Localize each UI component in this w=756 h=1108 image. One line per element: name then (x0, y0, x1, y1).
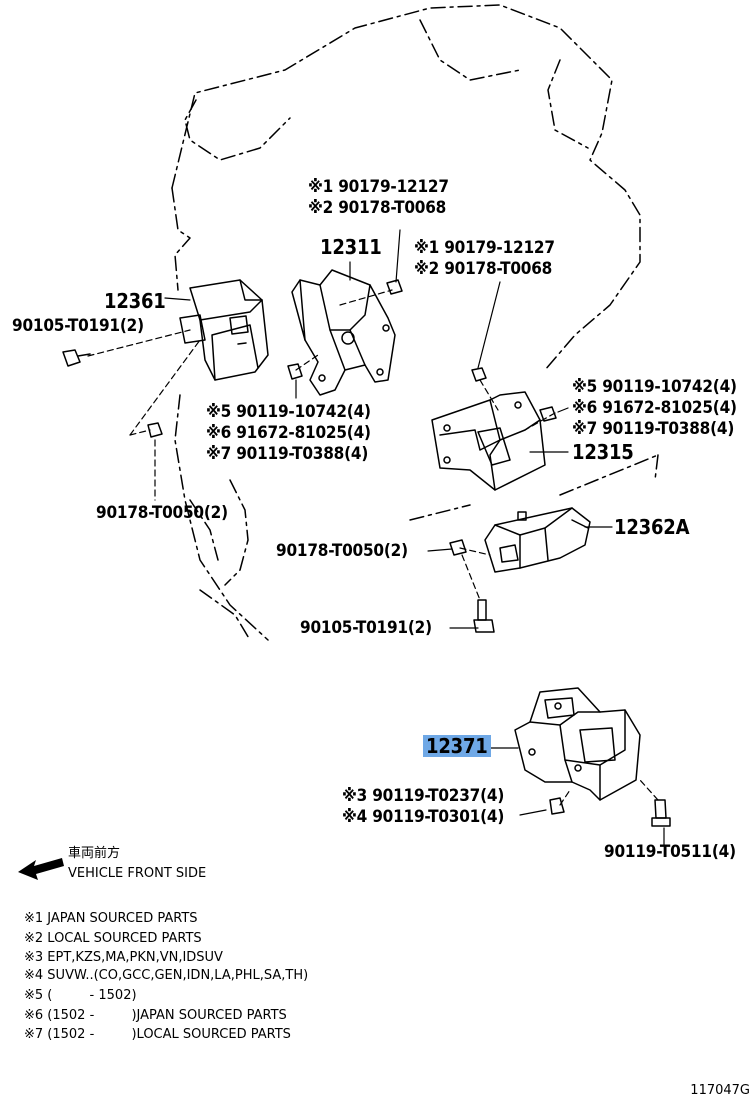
label-90178-t0068-a[interactable]: ※2 90178-T0068 (308, 198, 447, 218)
label-90119-t0301[interactable]: ※4 90119-T0301(4) (342, 807, 505, 827)
fasteners (62, 279, 671, 827)
label-90119-t0388-left[interactable]: ※7 90119-T0388(4) (206, 444, 369, 464)
footnote-3: ※3 EPT,KZS,MA,PKN,VN,IDSUV (24, 950, 223, 965)
footnote-6: ※6 (1502 - )JAPAN SOURCED PARTS (24, 1008, 287, 1023)
label-90119-10742-left[interactable]: ※5 90119-10742(4) (206, 402, 371, 422)
part-12315 (431, 391, 546, 491)
label-90119-t0511[interactable]: 90119-T0511(4) (604, 842, 736, 862)
label-12315[interactable]: 12315 (572, 440, 634, 464)
label-90179-12127-b[interactable]: ※1 90179-12127 (414, 238, 555, 258)
label-90178-t0050-right[interactable]: 90178-T0050(2) (276, 541, 408, 561)
footnote-7: ※7 (1502 - )LOCAL SOURCED PARTS (24, 1027, 291, 1042)
label-90178-t0050-left[interactable]: 90178-T0050(2) (96, 503, 228, 523)
label-90178-t0068-b[interactable]: ※2 90178-T0068 (414, 259, 553, 279)
footnote-5: ※5 ( - 1502) (24, 988, 137, 1003)
direction-label-jp: 車両前方 (68, 846, 121, 861)
label-90119-t0388-right[interactable]: ※7 90119-T0388(4) (572, 419, 735, 439)
label-leaders (154, 229, 665, 846)
figure-id: 117047G (690, 1083, 750, 1098)
leader-lines (87, 289, 659, 806)
label-91672-81025-right[interactable]: ※6 91672-81025(4) (572, 398, 737, 418)
label-91672-81025-left[interactable]: ※6 91672-81025(4) (206, 423, 371, 443)
front-direction-arrow-icon (18, 858, 64, 880)
part-12311 (291, 269, 396, 396)
engine-outline (171, 4, 659, 641)
label-90119-10742-right[interactable]: ※5 90119-10742(4) (572, 377, 737, 397)
footnote-4: ※4 SUVW..(CO,GCC,GEN,IDN,LA,PHL,SA,TH) (24, 968, 309, 983)
label-12361[interactable]: 12361 (104, 289, 166, 313)
label-90179-12127-a[interactable]: ※1 90179-12127 (308, 177, 449, 197)
footnote-1: ※1 JAPAN SOURCED PARTS (24, 911, 198, 926)
label-90105-t0191-right[interactable]: 90105-T0191(2) (300, 618, 432, 638)
part-12371 (514, 687, 641, 801)
part-12361 (179, 279, 269, 381)
label-12371[interactable]: 12371 (423, 735, 491, 757)
label-12362a[interactable]: 12362A (614, 515, 690, 539)
part-12362A (484, 507, 591, 573)
label-90119-t0237[interactable]: ※3 90119-T0237(4) (342, 786, 505, 806)
footnote-2: ※2 LOCAL SOURCED PARTS (24, 931, 202, 946)
direction-label-en: VEHICLE FRONT SIDE (68, 866, 207, 881)
label-12311[interactable]: 12311 (320, 235, 382, 259)
label-90105-t0191-left[interactable]: 90105-T0191(2) (12, 316, 144, 336)
